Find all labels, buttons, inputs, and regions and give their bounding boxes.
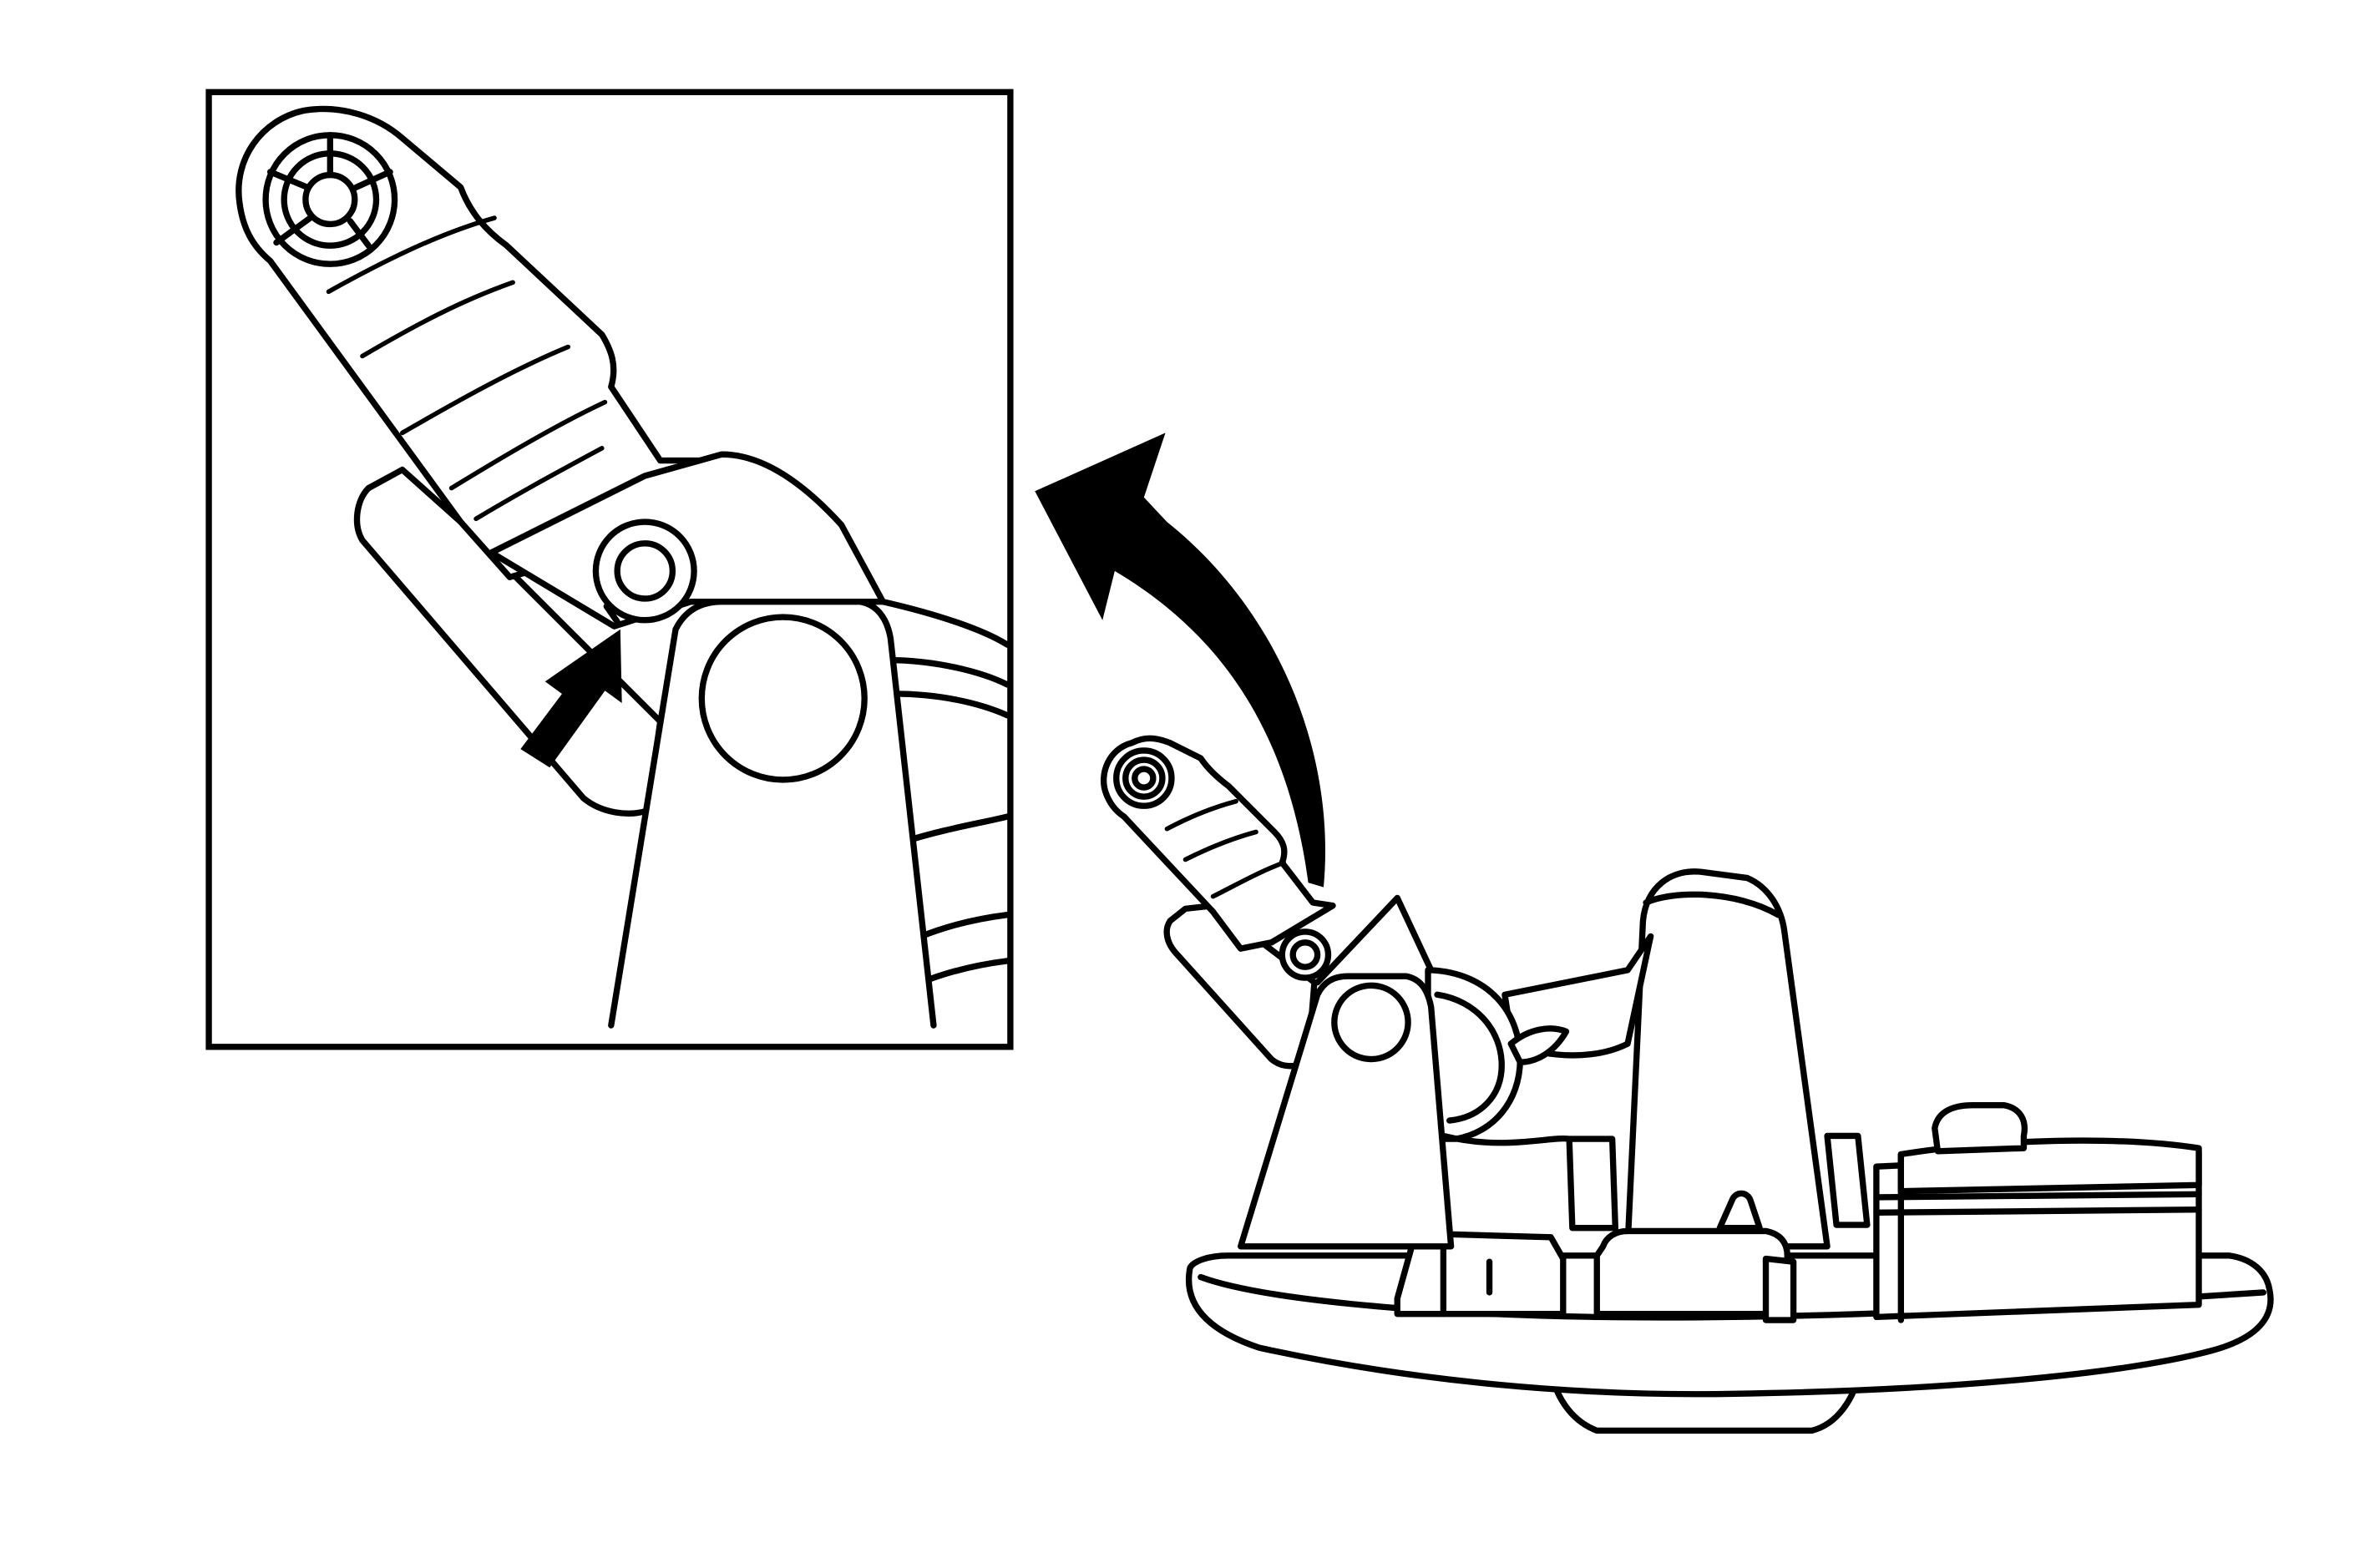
inset-detail-view — [205, 89, 1014, 1050]
main-assembly-view — [1100, 735, 2274, 1434]
rotation-arrow-icon — [1035, 432, 1326, 888]
inset-arm — [235, 105, 741, 580]
locator-arrow-icon — [520, 629, 622, 768]
hinge-bracket-icon — [1237, 894, 1572, 1250]
inset-bracket — [608, 598, 937, 1029]
main-motor-drum — [1501, 868, 1831, 1250]
lid-arm-icon — [1100, 735, 1336, 952]
retaining-clip-icon — [262, 132, 398, 267]
main-pivot-pin — [1279, 928, 1332, 981]
main-center-components — [1566, 1132, 1871, 1323]
inset-housing-curves — [879, 598, 1010, 986]
pivot-pin-icon — [592, 518, 697, 625]
main-side-module — [1873, 1101, 2202, 1323]
inset-hinge-plate — [488, 451, 886, 630]
